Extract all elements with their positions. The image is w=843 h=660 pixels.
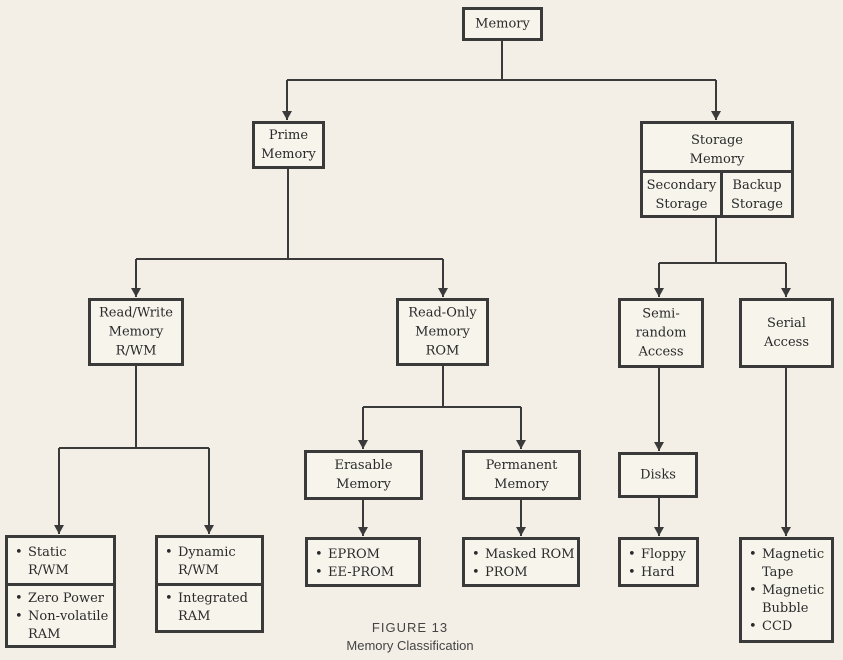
masked-rom-item: Masked ROM (465, 546, 577, 564)
disks-node: Disks (618, 452, 698, 498)
dynamic-list: Dynamic R/WM (158, 544, 261, 580)
permanent-types-node: Masked ROM PROM (462, 537, 580, 587)
serial-types-list: Magnetic Tape Magnetic Bubble CCD (742, 546, 831, 636)
arrowhead (781, 527, 791, 536)
arrowhead (358, 527, 368, 536)
backup-storage-label: Backup Storage (731, 178, 783, 212)
arrowhead (654, 527, 664, 536)
storage-memory-node: Storage Memory Secondary Storage Backup … (640, 121, 794, 218)
static-list: Static R/WM (8, 544, 113, 580)
arrowhead (516, 440, 526, 449)
dynamic-divider (158, 583, 261, 586)
permanent-types-list: Masked ROM PROM (465, 546, 577, 582)
erasable-memory-node: Erasable Memory (304, 450, 423, 500)
arrowhead (131, 288, 141, 297)
non-volatile-item: Non-volatile RAM (8, 608, 113, 644)
secondary-storage-cell: Secondary Storage (643, 173, 720, 215)
arrowhead (516, 527, 526, 536)
integrated-item: Integrated RAM (158, 590, 261, 626)
arrowhead (54, 525, 64, 534)
figure-title: Memory Classification (346, 638, 474, 653)
hard-item: Hard (621, 564, 696, 582)
arrowhead (358, 440, 368, 449)
serial-access-node: Serial Access (739, 298, 834, 368)
eprom-item: EPROM (308, 546, 418, 564)
storage-divider (643, 170, 791, 173)
serial-types-node: Magnetic Tape Magnetic Bubble CCD (739, 537, 834, 643)
disk-types-node: Floppy Hard (618, 537, 699, 587)
ccd-item: CCD (742, 618, 831, 636)
permanent-memory-label: Permanent Memory (485, 458, 558, 492)
disks-label: Disks (640, 467, 676, 483)
zero-power-item: Zero Power (8, 590, 113, 608)
ee-prom-item: EE-PROM (308, 564, 418, 582)
zero-power-list: Zero Power Non-volatile RAM (8, 590, 113, 644)
storage-memory-label: Storage Memory (689, 133, 745, 167)
floppy-item: Floppy (621, 546, 696, 564)
arrowhead (654, 442, 664, 451)
magnetic-bubble-item: Magnetic Bubble (742, 582, 831, 618)
erasable-memory-label: Erasable Memory (334, 458, 393, 492)
figure-number: FIGURE 13 (371, 620, 449, 635)
memory-node: Memory (462, 7, 543, 41)
prime-memory-label: Prime Memory (261, 128, 316, 162)
static-rwm-node: Static R/WM Zero Power Non-volatile RAM (5, 535, 116, 648)
backup-storage-cell: Backup Storage (720, 173, 791, 215)
static-item: Static R/WM (8, 544, 113, 580)
dynamic-item: Dynamic R/WM (158, 544, 261, 580)
erasable-types-list: EPROM EE-PROM (308, 546, 418, 582)
prom-item: PROM (465, 564, 577, 582)
serial-access-label: Serial Access (764, 316, 809, 350)
arrowhead (654, 288, 664, 297)
magnetic-tape-item: Magnetic Tape (742, 546, 831, 582)
read-only-memory-node: Read-Only Memory ROM (396, 298, 489, 366)
prime-memory-node: Prime Memory (252, 121, 325, 169)
arrowhead (204, 525, 214, 534)
arrowhead (282, 111, 292, 120)
dynamic-rwm-node: Dynamic R/WM Integrated RAM (155, 535, 264, 633)
semi-random-access-label: Semi- random Access (635, 306, 687, 360)
disk-types-list: Floppy Hard (621, 546, 696, 582)
integrated-list: Integrated RAM (158, 590, 261, 626)
permanent-memory-node: Permanent Memory (462, 450, 581, 500)
read-only-memory-label: Read-Only Memory ROM (408, 305, 477, 359)
secondary-storage-label: Secondary Storage (646, 178, 717, 212)
erasable-types-node: EPROM EE-PROM (305, 537, 421, 587)
read-write-memory-node: Read/Write Memory R/WM (88, 298, 184, 366)
memory-label: Memory (475, 16, 530, 32)
semi-random-access-node: Semi- random Access (618, 298, 704, 368)
arrowhead (438, 288, 448, 297)
read-write-memory-label: Read/Write Memory R/WM (98, 305, 173, 359)
arrowhead (781, 288, 791, 297)
arrowhead (711, 111, 721, 120)
static-divider (8, 583, 113, 586)
